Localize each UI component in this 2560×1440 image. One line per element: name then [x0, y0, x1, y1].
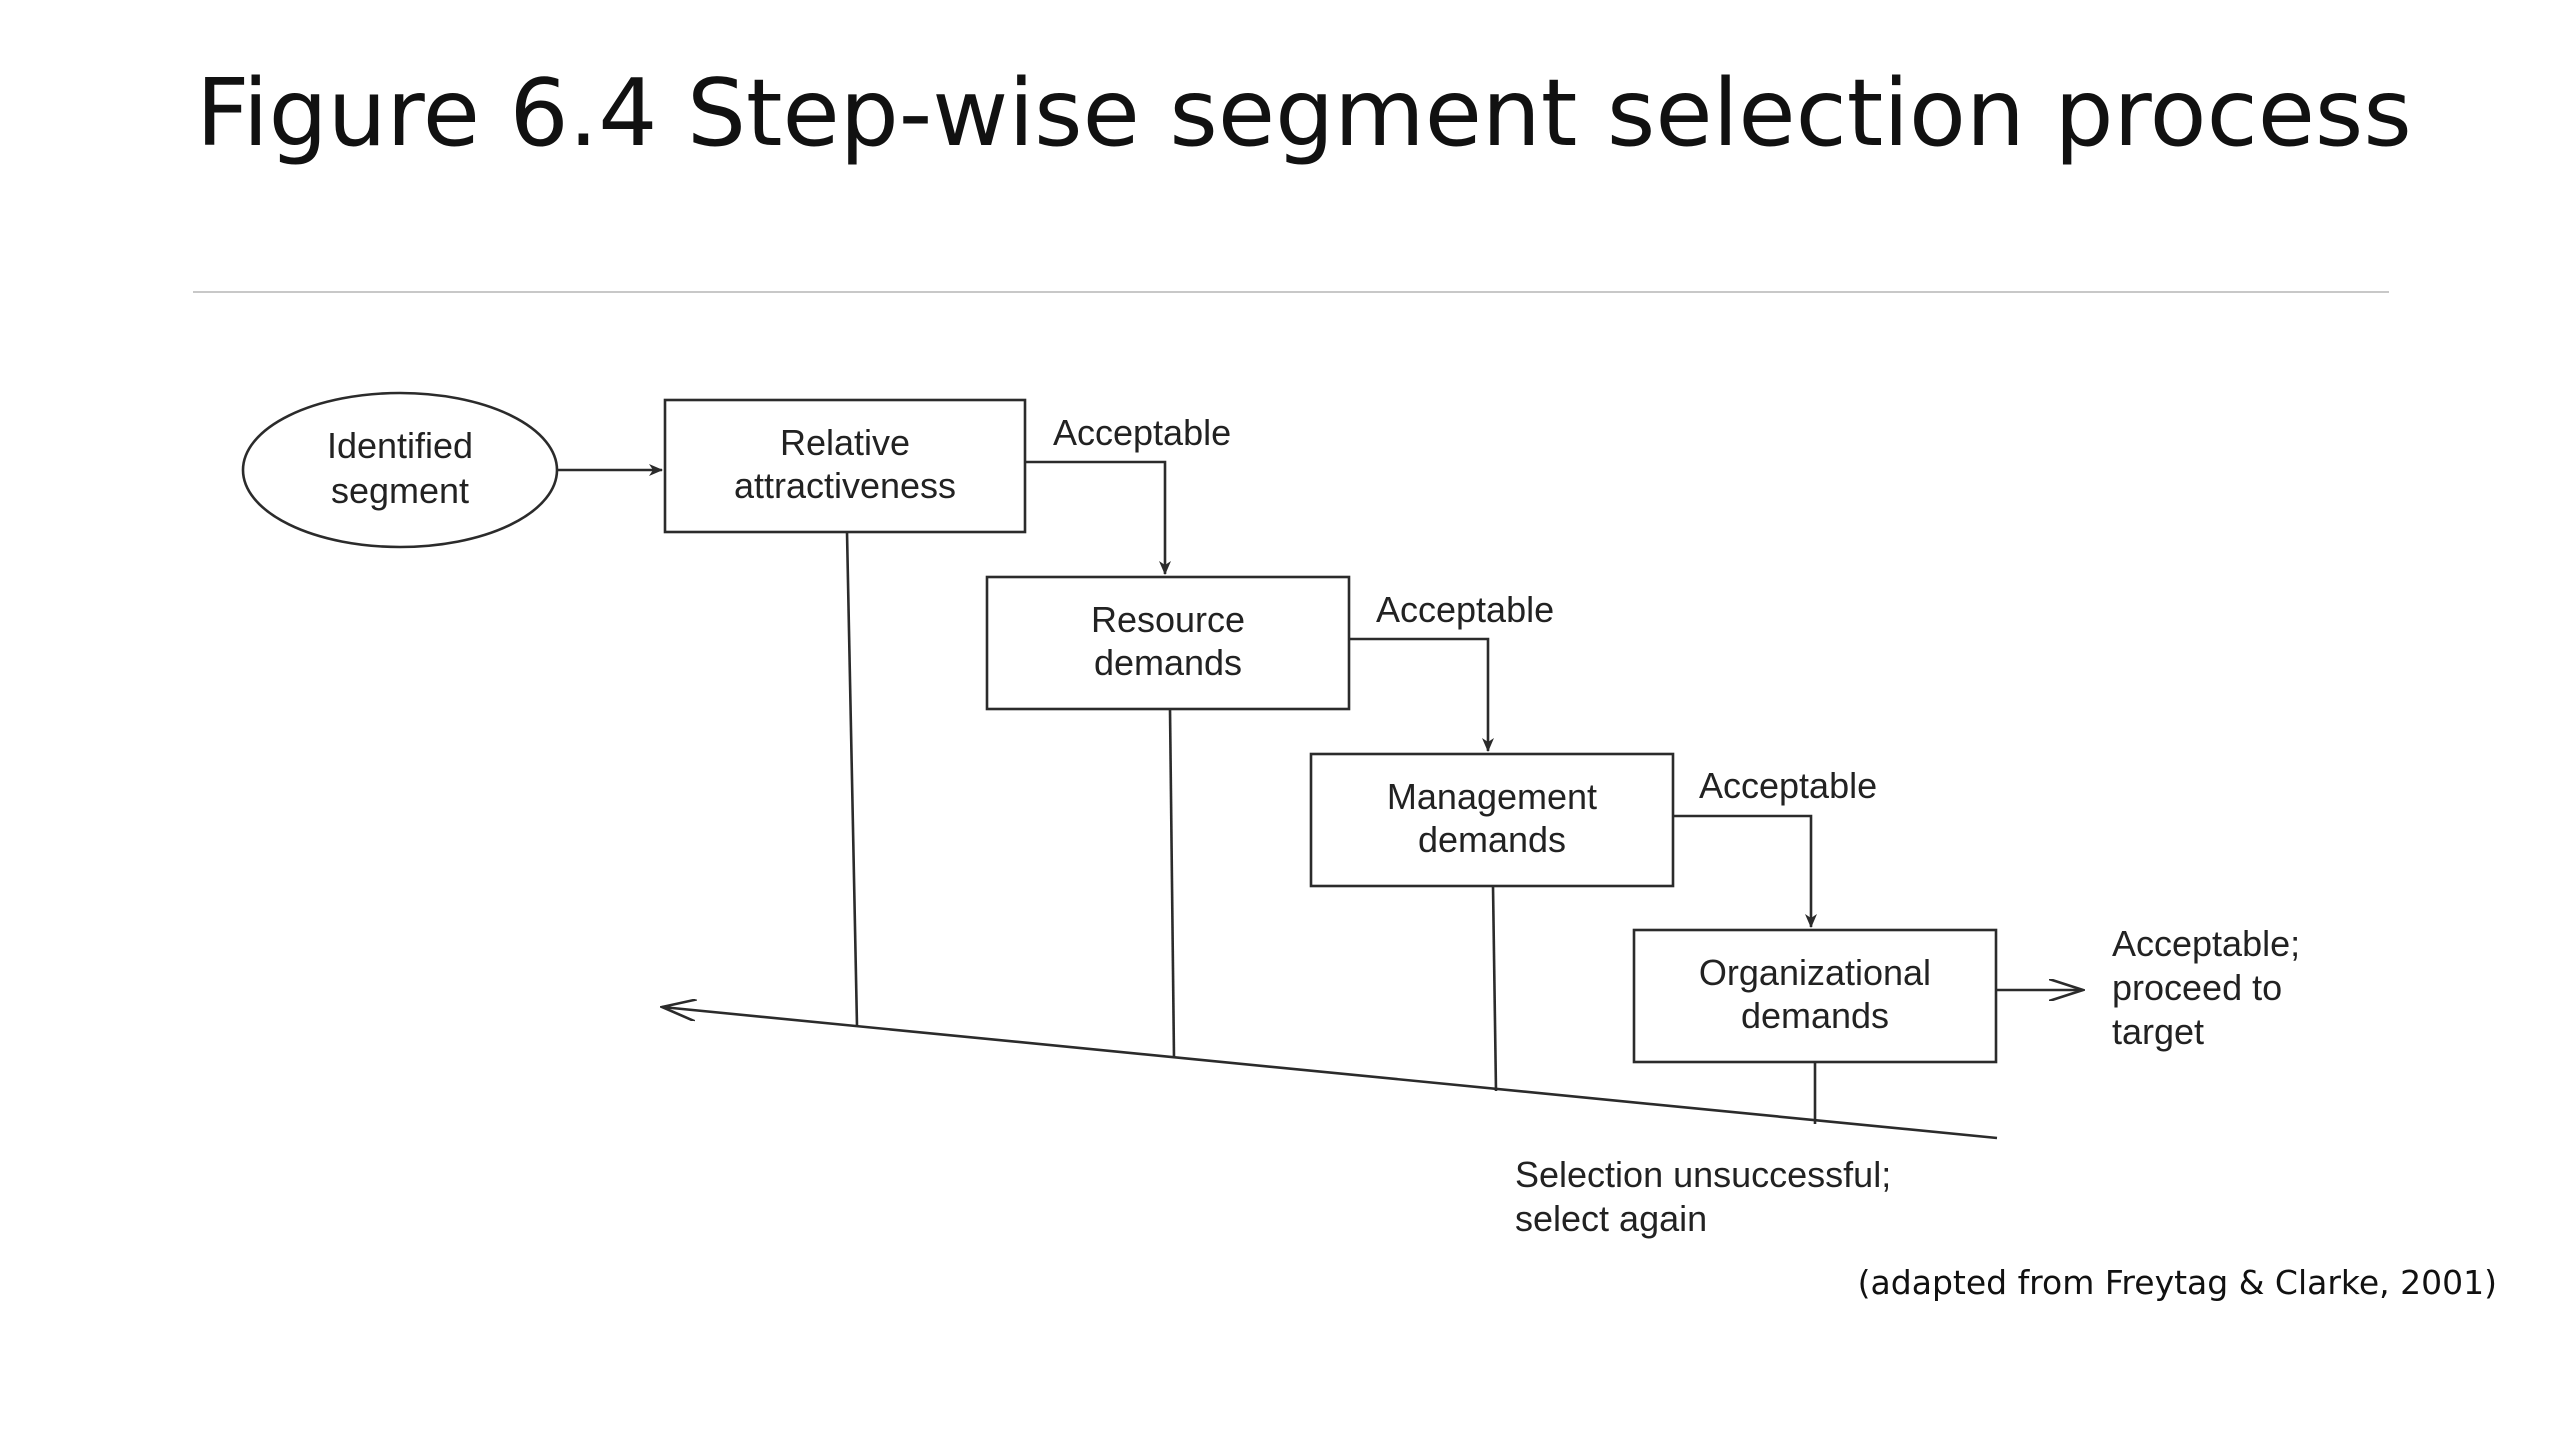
- final-label-line-3: target: [2112, 1011, 2204, 1052]
- acceptable-label-2: Acceptable: [1376, 589, 1554, 630]
- acceptable-label-1: Acceptable: [1053, 412, 1231, 453]
- slide-title: Figure 6.4 Step-wise segment selection p…: [196, 59, 2412, 167]
- start-node-label-line-2: segment: [331, 470, 469, 511]
- failure-label: Selection unsuccessful; select again: [1515, 1154, 1891, 1239]
- final-label-line-2: proceed to: [2112, 967, 2282, 1008]
- step-4-label-line-2: demands: [1741, 995, 1889, 1036]
- step-2-label-line-2: demands: [1094, 642, 1242, 683]
- step-4-label-line-1: Organizational: [1699, 952, 1931, 993]
- step-1-label-line-1: Relative: [780, 422, 910, 463]
- step-3-label-line-1: Management: [1387, 776, 1597, 817]
- step-3-label-line-2: demands: [1418, 819, 1566, 860]
- return-arrow-select-again: [662, 1007, 1998, 1140]
- acceptable-label-3: Acceptable: [1699, 765, 1877, 806]
- failure-label-line-2: select again: [1515, 1198, 1707, 1239]
- title-divider: [193, 291, 2389, 293]
- final-acceptable-label: Acceptable; proceed to target: [2112, 923, 2300, 1052]
- start-node-identified-segment: Identified segment: [241, 391, 559, 549]
- failure-label-line-1: Selection unsuccessful;: [1515, 1154, 1891, 1195]
- step-1-label-line-2: attractiveness: [734, 465, 956, 506]
- step-box-organizational-demands: Organizational demands: [1632, 928, 1998, 1064]
- source-citation: (adapted from Freytag & Clarke, 2001): [1857, 1263, 2497, 1302]
- step-box-relative-attractiveness: Relative attractiveness: [663, 398, 1027, 534]
- acceptable-connector-1: [1025, 460, 1171, 575]
- acceptable-connector-3: [1673, 814, 1817, 928]
- rejection-line-resource-demands: [1168, 708, 1176, 1059]
- final-label-line-1: Acceptable;: [2112, 923, 2300, 964]
- rejection-line-relative-attractiveness: [845, 531, 859, 1027]
- rejection-line-management-demands: [1491, 885, 1498, 1092]
- acceptable-connector-2: [1349, 637, 1494, 752]
- start-node-label-line-1: Identified: [327, 425, 473, 466]
- step-box-resource-demands: Resource demands: [985, 575, 1351, 711]
- step-2-label-line-1: Resource: [1091, 599, 1245, 640]
- step-box-management-demands: Management demands: [1309, 752, 1675, 888]
